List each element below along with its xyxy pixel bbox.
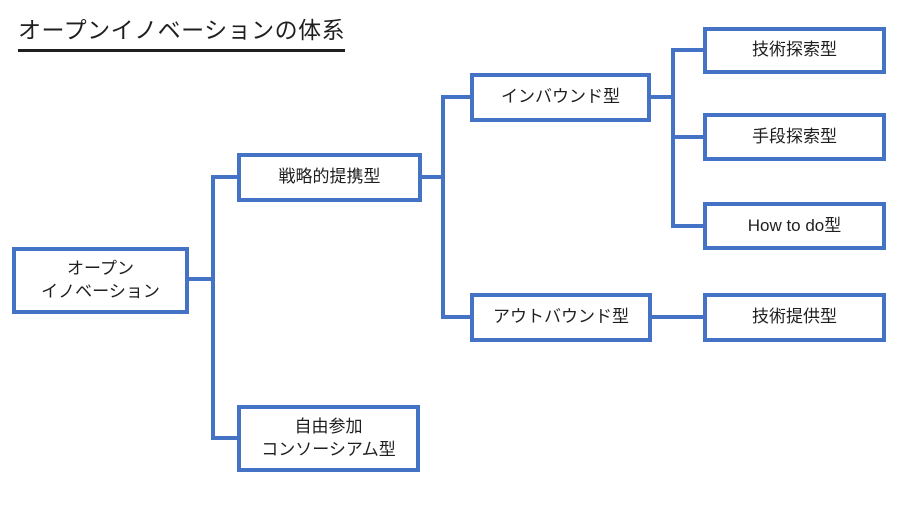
connector-to-technology-provide xyxy=(651,315,703,319)
connector-level1-vertical xyxy=(211,175,215,440)
connector-to-technology-search xyxy=(671,48,703,52)
connector-strategic-stub xyxy=(421,175,445,179)
node-technology-search: 技術探索型 xyxy=(703,27,886,74)
connector-inbound-stub xyxy=(650,95,675,99)
node-strategic-alliance: 戦略的提携型 xyxy=(237,153,422,202)
node-open-innovation: オープン イノベーション xyxy=(12,247,189,314)
page-title: オープンイノベーションの体系 xyxy=(18,11,346,52)
connector-root-stub xyxy=(188,277,215,281)
connector-to-means-search xyxy=(671,135,703,139)
node-means-search: 手段探索型 xyxy=(703,113,886,161)
connector-to-strategic xyxy=(211,175,237,179)
connector-to-inbound xyxy=(441,95,470,99)
node-how-to-do: How to do型 xyxy=(703,202,886,250)
node-technology-provide: 技術提供型 xyxy=(703,293,886,342)
connector-level2-vertical xyxy=(441,95,445,319)
connector-to-consortium xyxy=(211,436,237,440)
connector-to-how-to-do xyxy=(671,224,703,228)
connector-to-outbound xyxy=(441,315,470,319)
node-outbound: アウトバウンド型 xyxy=(470,293,652,342)
node-inbound: インバウンド型 xyxy=(470,73,651,122)
node-free-consortium: 自由参加 コンソーシアム型 xyxy=(237,405,420,472)
